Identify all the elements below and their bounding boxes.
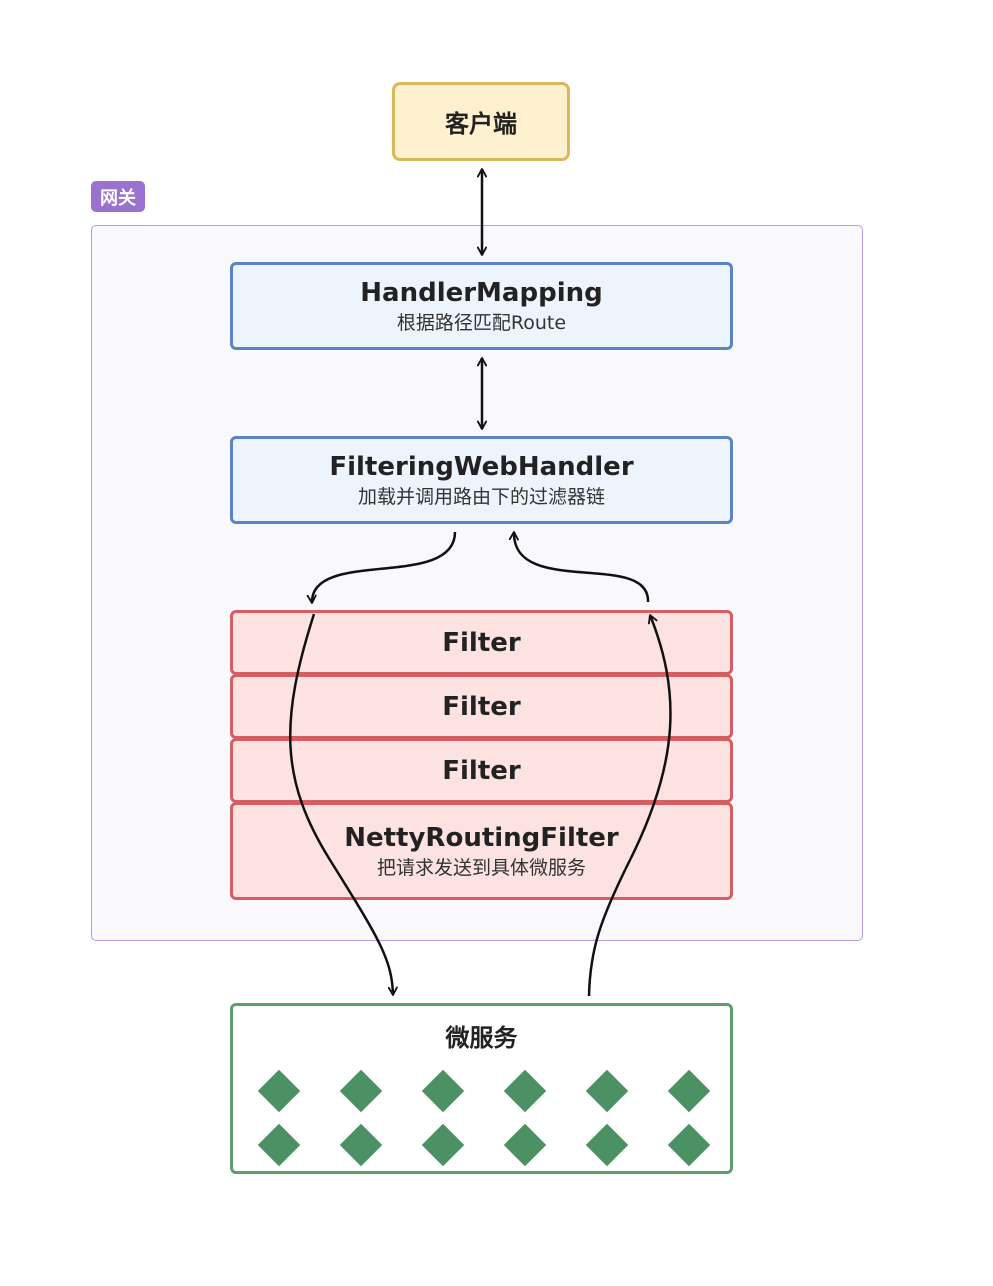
filter-node: Filter	[230, 674, 733, 739]
microservice-instance-icon	[667, 1123, 711, 1167]
microservice-instance-icon	[585, 1069, 629, 1113]
microservice-instance-icon	[257, 1069, 301, 1113]
filter-node: Filter	[230, 738, 733, 803]
filter-title: Filter	[442, 627, 521, 658]
microservice-instance-icon	[421, 1069, 465, 1113]
microservices-label: 微服务	[445, 1024, 518, 1052]
microservice-instance-icon	[503, 1123, 547, 1167]
microservice-instance-icon	[667, 1069, 711, 1113]
client-node: 客户端	[392, 82, 570, 161]
handler-mapping-title: HandlerMapping	[360, 278, 603, 308]
microservice-instances	[233, 1006, 730, 1171]
filter-title: Filter	[442, 755, 521, 786]
handler-mapping-subtitle: 根据路径匹配Route	[396, 312, 567, 334]
microservice-instance-icon	[339, 1123, 383, 1167]
microservices-node: 微服务	[230, 1003, 733, 1174]
microservice-instance-icon	[503, 1069, 547, 1113]
filter-title: Filter	[442, 691, 521, 722]
netty-routing-filter-subtitle: 把请求发送到具体微服务	[376, 857, 586, 879]
filtering-web-handler-node: FilteringWebHandler 加载并调用路由下的过滤器链	[230, 436, 733, 524]
filtering-web-handler-title: FilteringWebHandler	[329, 452, 634, 482]
filtering-web-handler-subtitle: 加载并调用路由下的过滤器链	[357, 486, 605, 508]
microservice-instance-icon	[421, 1123, 465, 1167]
filter-node: Filter	[230, 610, 733, 675]
microservice-instance-icon	[585, 1123, 629, 1167]
netty-routing-filter-node: NettyRoutingFilter 把请求发送到具体微服务	[230, 802, 733, 900]
microservice-instance-icon	[257, 1123, 301, 1167]
netty-routing-filter-title: NettyRoutingFilter	[344, 823, 619, 853]
gateway-tag: 网关	[91, 181, 145, 212]
handler-mapping-node: HandlerMapping 根据路径匹配Route	[230, 262, 733, 350]
microservice-instance-icon	[339, 1069, 383, 1113]
gateway-label: 网关	[100, 187, 136, 209]
client-label: 客户端	[445, 110, 517, 138]
